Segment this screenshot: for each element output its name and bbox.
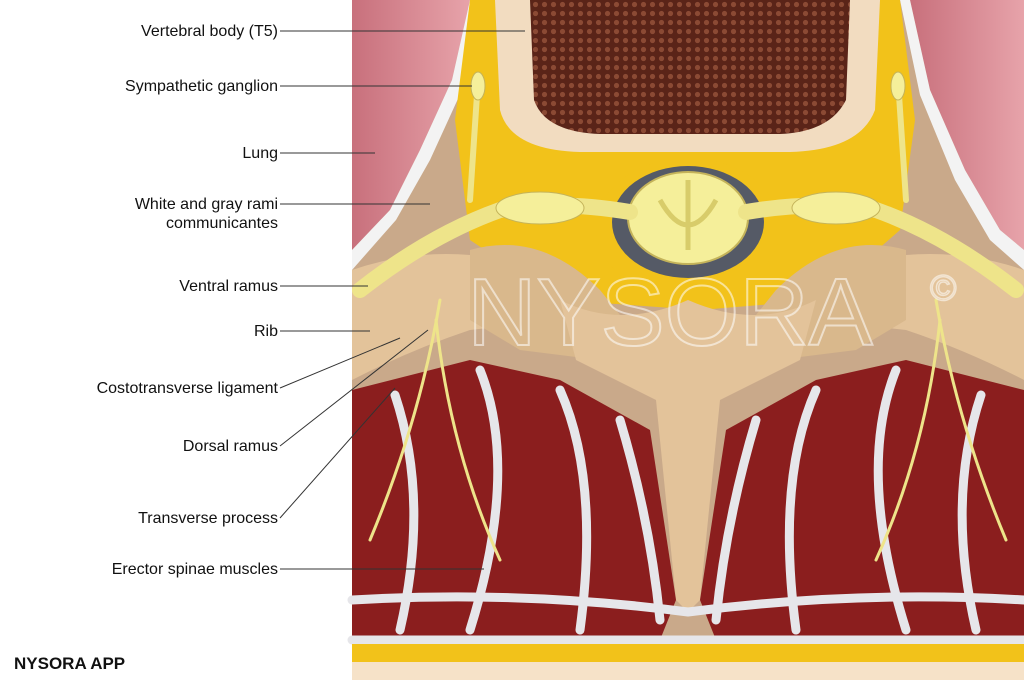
sympathetic-ganglion-left bbox=[470, 71, 486, 101]
leader-dorsal-ramus bbox=[279, 329, 429, 447]
label-ventral-ramus: Ventral ramus bbox=[179, 278, 278, 295]
subcutaneous-fat bbox=[352, 644, 1024, 662]
vertebral-body-cancellous bbox=[530, 0, 850, 134]
lung-right bbox=[910, 0, 1024, 250]
skin bbox=[352, 662, 1024, 680]
lung-left bbox=[352, 0, 470, 250]
erector-spinae-left bbox=[352, 360, 676, 640]
pleura-right bbox=[900, 0, 1024, 270]
leader-costotransverse bbox=[279, 337, 401, 389]
label-rami-line1: White and gray rami bbox=[134, 196, 278, 213]
label-lung: Lung bbox=[242, 145, 278, 162]
label-rib: Rib bbox=[253, 323, 278, 340]
leader-lines bbox=[279, 30, 525, 570]
sympathetic-ganglion-right bbox=[890, 71, 906, 101]
label-erector-spinae-muscles: Erector spinae muscles bbox=[111, 561, 278, 578]
watermark-copyright: © bbox=[930, 267, 957, 308]
app-brand-footer: NYSORA APP bbox=[14, 654, 126, 673]
spinal-cord-grey-matter bbox=[657, 180, 719, 250]
leader-transverse-process bbox=[279, 387, 396, 519]
label-sympathetic-ganglion: Sympathetic ganglion bbox=[125, 78, 278, 95]
label-dorsal-ramus: Dorsal ramus bbox=[182, 438, 278, 455]
label-rami-communicantes: White and gray rami communicantes bbox=[135, 195, 278, 233]
drg-left bbox=[495, 191, 585, 225]
label-transverse-process: Transverse process bbox=[138, 510, 278, 527]
label-vertebral-body: Vertebral body (T5) bbox=[141, 23, 278, 40]
fascia-septa bbox=[347, 365, 1024, 645]
watermark-text: NYSORA bbox=[467, 259, 872, 366]
erector-spinae-right bbox=[700, 360, 1024, 640]
label-rami-line2: communicantes bbox=[165, 215, 278, 232]
label-costotransverse-ligament: Costotransverse ligament bbox=[96, 380, 278, 397]
lamina-spinous-process bbox=[560, 300, 816, 612]
drg-right bbox=[791, 191, 881, 225]
